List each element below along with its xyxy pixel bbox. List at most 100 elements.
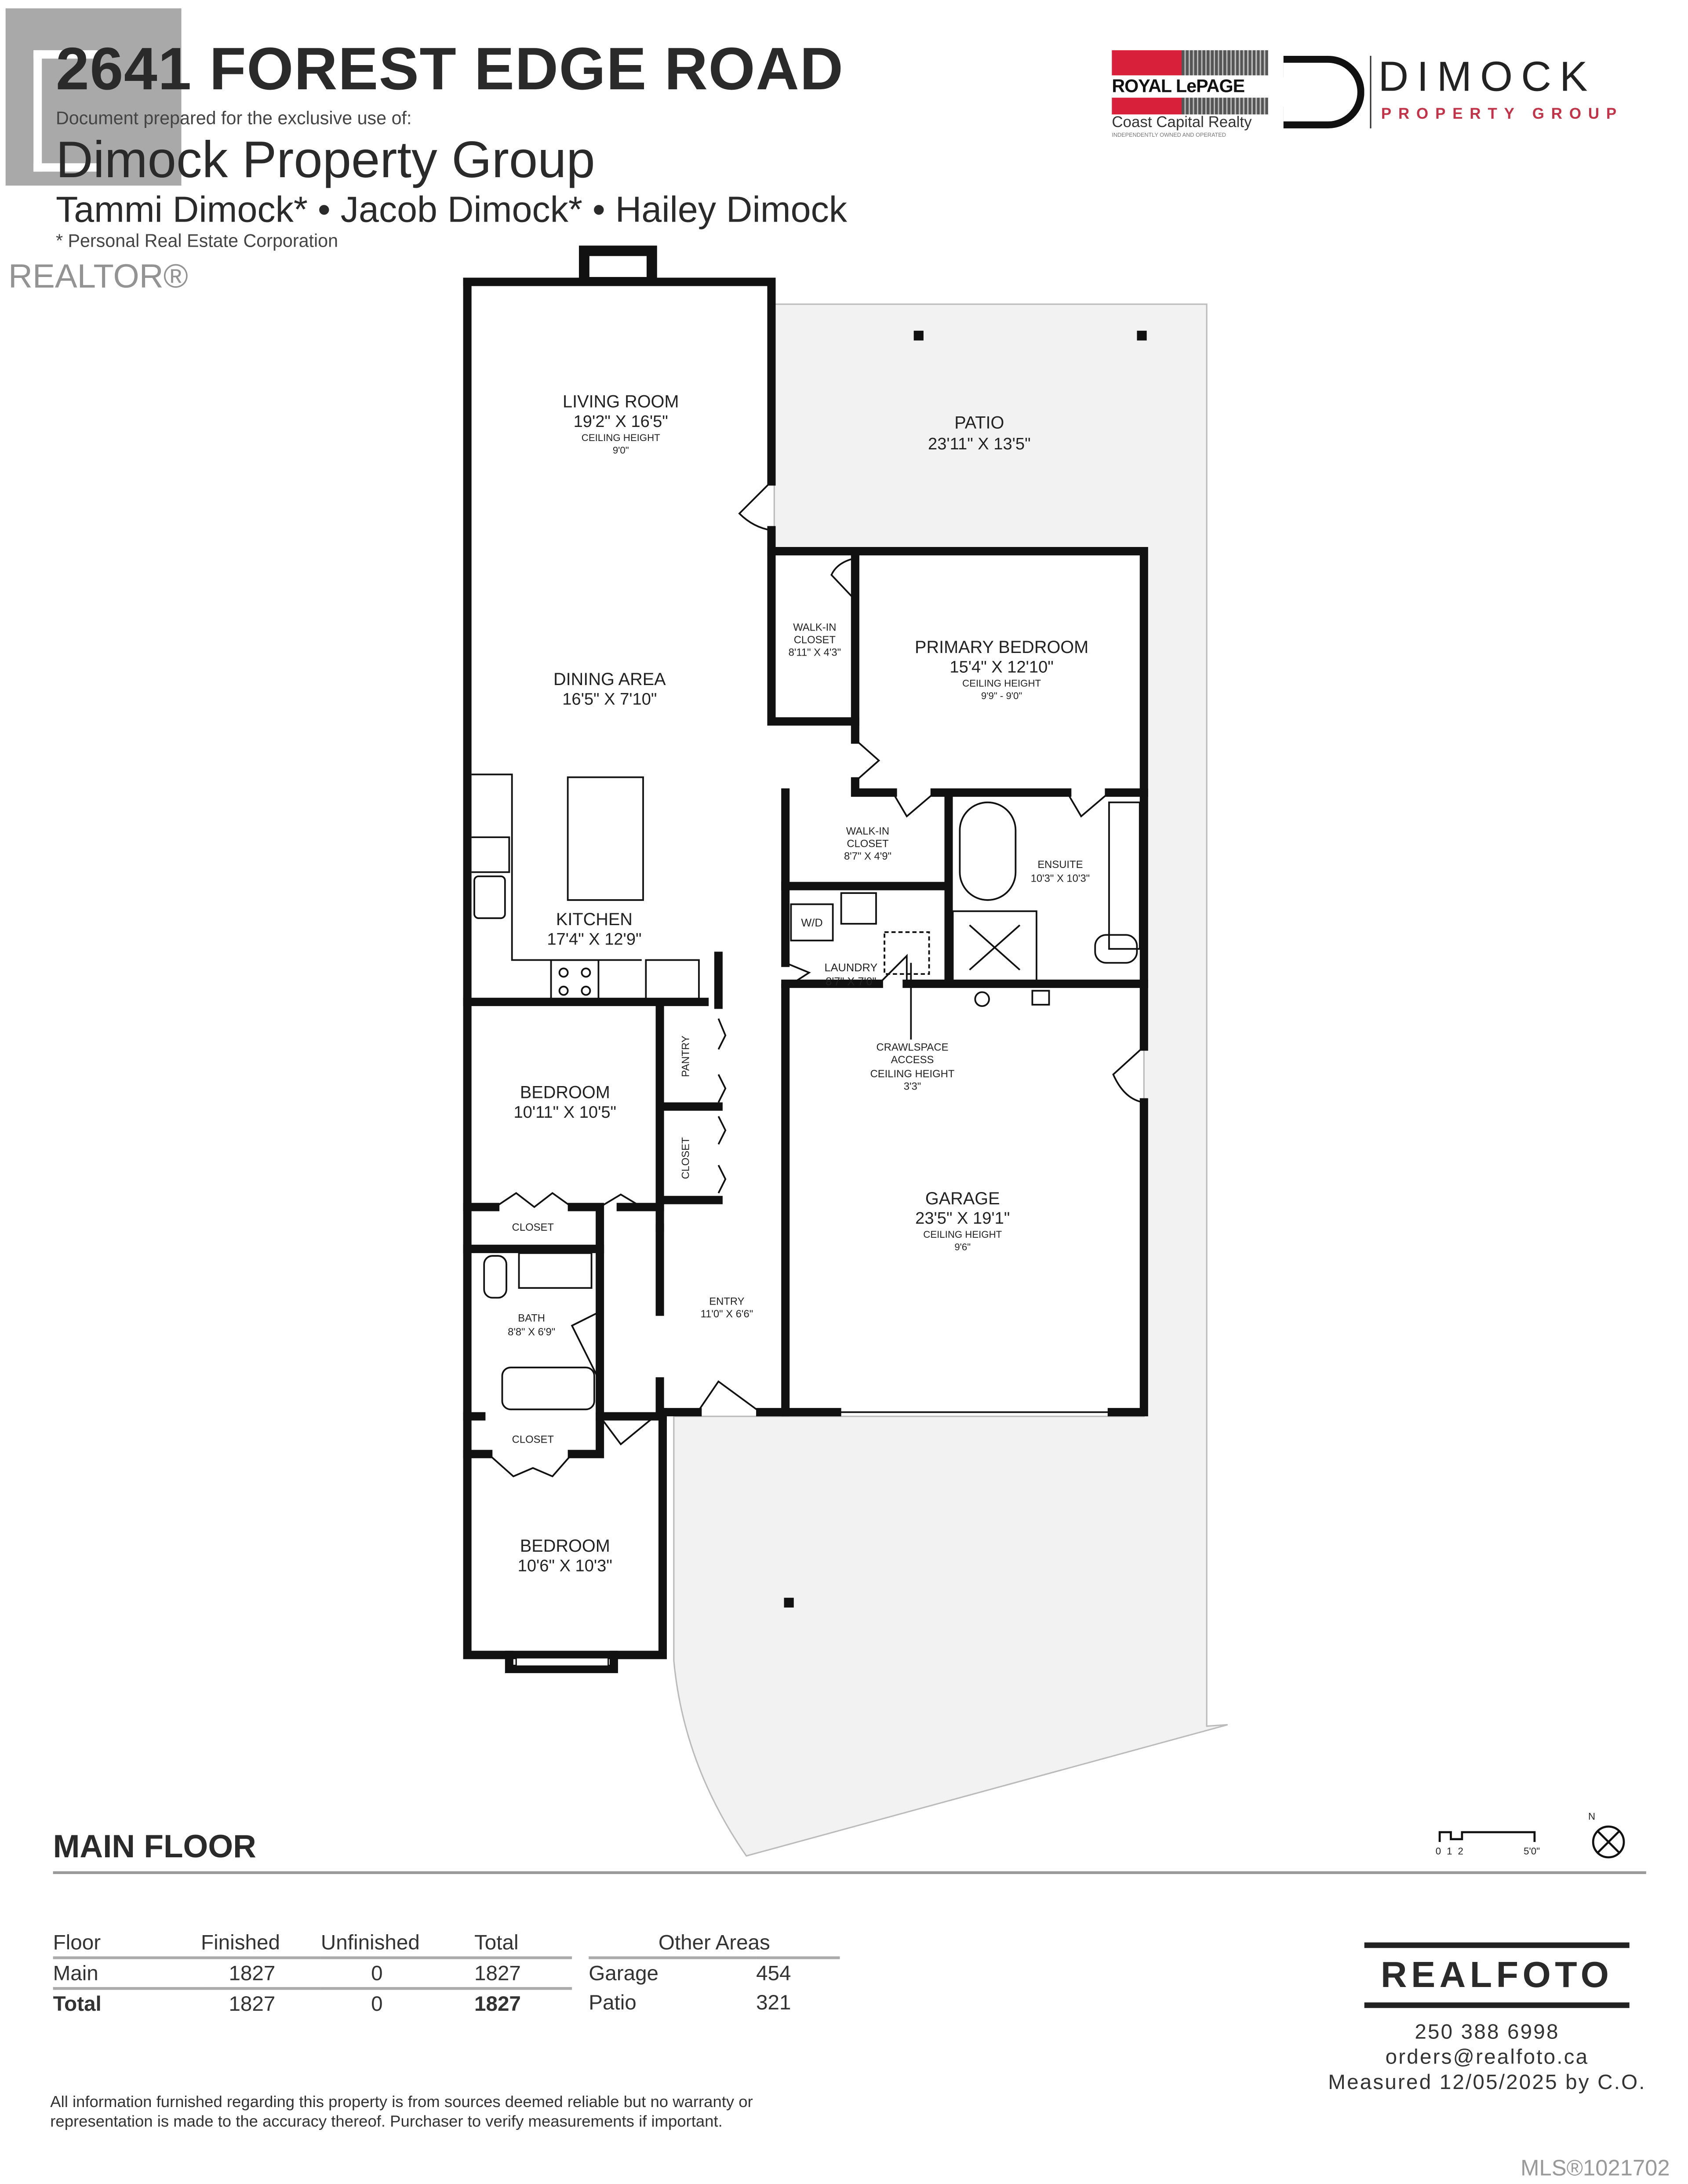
room-dims: 23'5" X 19'1" (915, 1209, 1010, 1228)
cell: 1827 (229, 1992, 276, 2016)
stove-icon (550, 959, 600, 1003)
dimock-logo: DIMOCK PROPERTY GROUP (1283, 54, 1646, 134)
compass-north-label: N (1588, 1811, 1595, 1822)
kitchen-island (567, 776, 644, 901)
room-label: CLOSET (512, 1433, 554, 1445)
ceiling-height: 9'0" (613, 445, 629, 456)
realfoto-logo: REALFOTO (1364, 1942, 1630, 2008)
prepared-for-text: Document prepared for the exclusive use … (55, 107, 412, 128)
room-dims: 10'6" X 10'3" (518, 1557, 612, 1575)
room-label: CLOSET (512, 1221, 554, 1233)
washer-dryer-label: W/D (801, 917, 822, 929)
other-areas-header: Other Areas (658, 1930, 770, 1954)
col-header: Total (474, 1930, 519, 1954)
room-label: LAUNDRY (824, 962, 877, 974)
shower-icon (952, 910, 1037, 982)
ceiling-height: 3'3" (904, 1081, 921, 1093)
room-dims: 11'0" X 6'6" (701, 1308, 753, 1320)
ceiling-height: 9'9" - 9'0" (981, 690, 1022, 701)
agency-group-name: Dimock Property Group (55, 131, 595, 189)
room-labels: LIVING ROOM 19'2" X 16'5" CEILING HEIGHT… (508, 392, 1090, 1575)
room-label: KITCHEN (556, 910, 633, 929)
room-label: ENSUITE (1037, 859, 1083, 871)
room-dims: 15'4" X 12'10" (950, 658, 1053, 677)
vanity-icon (1108, 801, 1141, 950)
room-label: ENTRY (709, 1295, 744, 1307)
room-label: CLOSET (847, 838, 888, 850)
door-swings (487, 481, 1145, 1477)
room-dims: 17'4" X 12'9" (547, 930, 641, 948)
fixtures (471, 773, 1141, 1411)
realtor-logo-watermark (5, 8, 182, 186)
cell: 1827 (200, 1958, 321, 1990)
dimock-word: DIMOCK (1378, 54, 1596, 101)
col-header: Floor (53, 1930, 101, 1954)
col-header: Finished (200, 1930, 280, 1954)
laundry-sink-icon (840, 892, 877, 925)
area-table: Floor Finished Unfinished Total Other Ar… (53, 1928, 840, 2018)
ceiling-note: CEILING HEIGHT (582, 432, 660, 443)
post (784, 1597, 794, 1608)
disclaimer: All information furnished regarding this… (50, 2094, 753, 2131)
post (913, 331, 924, 341)
toilet-icon (1094, 934, 1138, 964)
dimock-sub: PROPERTY GROUP (1381, 106, 1624, 123)
cell: Garage (589, 1962, 659, 1986)
post (1137, 331, 1147, 341)
scale-label: 0 (1436, 1846, 1441, 1857)
ceiling-height: 9'6" (954, 1242, 971, 1253)
room-dims: 8'7" X 7'0" (826, 976, 876, 988)
room-dims: 8'8" X 6'9" (508, 1326, 555, 1338)
scale-label: 5'0" (1524, 1846, 1540, 1857)
cell: 1827 (474, 1992, 521, 2016)
scale-label: 1 (1447, 1846, 1452, 1857)
realfoto-brand: REALFOTO (1380, 1953, 1613, 1996)
room-label: PRIMARY BEDROOM (915, 638, 1088, 657)
toilet-icon (483, 1255, 507, 1299)
kitchen-sink-icon (473, 875, 506, 919)
room-label: CLOSET (794, 634, 836, 646)
room-dims: 10'11" X 10'5" (514, 1103, 617, 1122)
corporation-footnote: * Personal Real Estate Corporation (55, 230, 338, 252)
room-dims: 16'5" X 7'10" (562, 690, 657, 709)
room-label: CRAWLSPACE (877, 1042, 949, 1054)
realtor-watermark-text: REALTOR® (8, 258, 188, 296)
cell: 0 (371, 1992, 383, 2016)
scale-bar (1438, 1831, 1536, 1842)
measured-info: Measured 12/05/2025 by C.O. (1328, 2071, 1646, 2095)
table-row: Main 1827 0 1827 Garage 454 (53, 1958, 840, 1990)
room-label: BEDROOM (520, 1083, 610, 1102)
room-dims: 8'7" X 4'9" (844, 850, 891, 862)
room-label: BATH (518, 1312, 545, 1324)
royal-lepage-name: ROYAL LePAGE (1112, 75, 1245, 96)
divider (53, 1871, 1646, 1874)
table-row: Total 1827 0 1827 Patio 321 (53, 1988, 840, 2018)
ceiling-note: CEILING HEIGHT (923, 1229, 1002, 1240)
electrical-panel-icon (1031, 990, 1050, 1006)
cell: Total (53, 1992, 102, 2016)
compass-icon (1592, 1825, 1625, 1859)
bathtub-icon (959, 801, 1017, 901)
cell: 321 (756, 1991, 791, 2015)
cell: 0 (320, 1958, 475, 1990)
room-dims: 19'2" X 16'5" (574, 412, 668, 431)
realfoto-contact: 250 388 6998 orders@realfoto.ca Measured… (1325, 2020, 1649, 2096)
fridge-icon (645, 959, 700, 1003)
cell: 454 (756, 1962, 791, 1986)
floor-label: MAIN FLOOR (53, 1828, 256, 1864)
ceiling-note: CEILING HEIGHT (962, 678, 1041, 689)
room-label: WALK-IN (793, 621, 836, 633)
window (515, 1657, 609, 1667)
walls (463, 277, 1148, 1674)
water-heater-icon (974, 991, 990, 1007)
royal-lepage-logo: ROYAL LePAGE Coast Capital Realty INDEPE… (1112, 50, 1268, 138)
room-label: PATIO (954, 413, 1004, 432)
room-label: BEDROOM (520, 1536, 610, 1556)
cell: 1827 (474, 1958, 572, 1990)
ceiling-note: CEILING HEIGHT (870, 1068, 955, 1080)
crawlspace-hatch (884, 931, 930, 975)
agent-names: Tammi Dimock* • Jacob Dimock* • Hailey D… (55, 188, 847, 230)
room-label: DINING AREA (553, 670, 666, 689)
